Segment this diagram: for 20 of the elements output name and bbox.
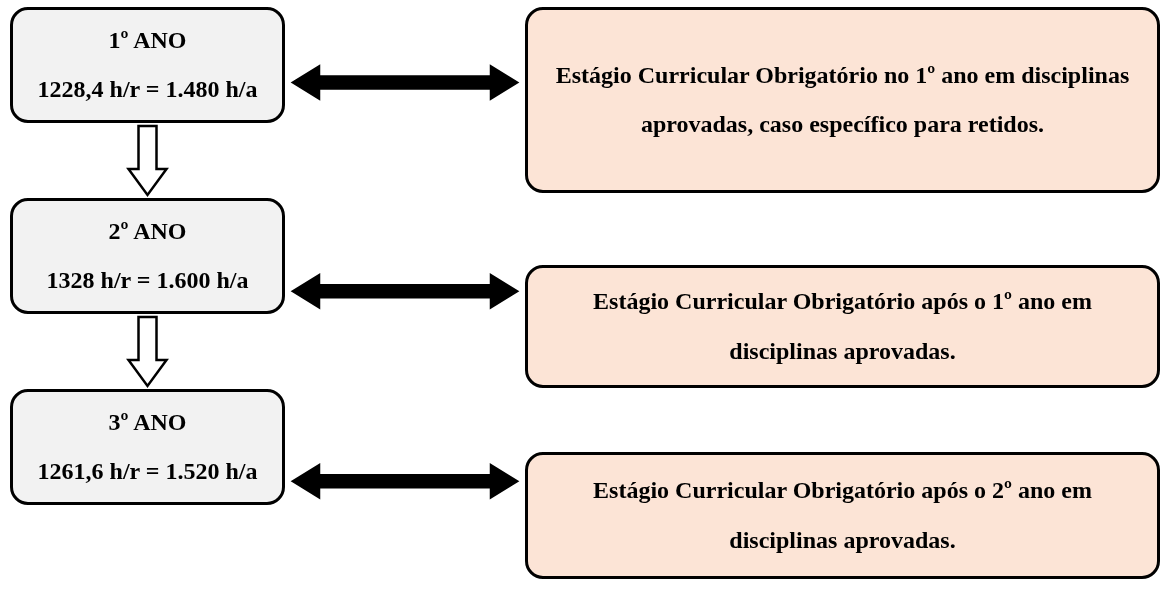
year-title: 3º ANO [108, 408, 187, 437]
year-box [10, 7, 285, 123]
hours-text: 1228,4 h/r = 1.480 h/a [37, 75, 258, 104]
year-title: 2º ANO [108, 217, 187, 246]
block-arrow [126, 124, 169, 198]
block-arrow [126, 315, 169, 389]
year-box [10, 198, 285, 314]
hours-text: 1328 h/r = 1.600 h/a [46, 266, 249, 295]
double-arrow [290, 273, 520, 310]
internship-text: Estágio Curricular Obrigatório no 1º ano em disciplinas aprovadas, caso específico para retidos. [554, 60, 1131, 139]
hours-text: 1261,6 h/r = 1.520 h/a [37, 457, 258, 486]
double-arrow [290, 463, 520, 500]
internship-box [525, 7, 1160, 193]
internship-text: Estágio Curricular Obrigatório após o 1º ano em disciplinas aprovadas. [592, 287, 1093, 366]
internship-box [525, 452, 1160, 579]
double-arrow [290, 64, 520, 101]
internship-text: Estágio Curricular Obrigatório após o 2º ano em disciplinas aprovadas. [592, 476, 1093, 555]
year-box [10, 389, 285, 505]
internship-box [525, 265, 1160, 388]
year-title: 1º ANO [108, 26, 187, 55]
